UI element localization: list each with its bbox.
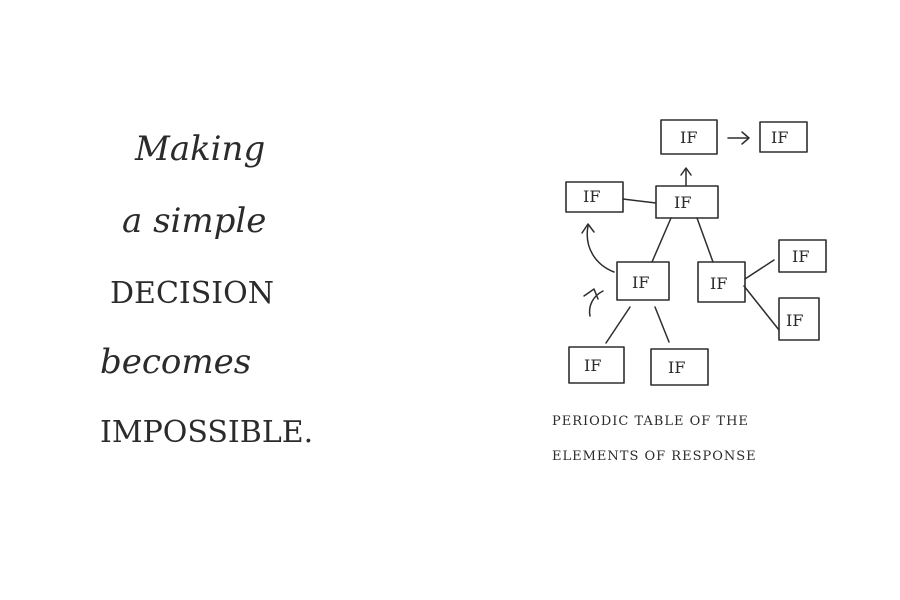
svg-text:IF: IF	[583, 187, 600, 206]
statement-line-5: IMPOSSIBLE.	[100, 415, 313, 450]
if-node-top-right: IF	[759, 121, 808, 153]
statement-line-4: becomes	[100, 342, 251, 382]
if-node-top-left: IF	[660, 119, 718, 155]
statement-line-3: DECISION	[110, 276, 274, 311]
caption-line-1: PERIODIC TABLE OF THE	[552, 414, 749, 429]
svg-text:IF: IF	[710, 274, 727, 293]
diagram-nodes: IF IF IF IF IF IF IF IF	[565, 119, 827, 386]
if-node-center: IF	[655, 185, 719, 219]
if-node-right-upper: IF	[778, 239, 827, 273]
statement-line-2: a simple	[122, 201, 266, 241]
svg-text:IF: IF	[674, 193, 691, 212]
svg-text:IF: IF	[632, 273, 649, 292]
diagram-caption: PERIODIC TABLE OF THE ELEMENTS OF RESPON…	[552, 414, 757, 464]
if-node-middle-left: IF	[616, 261, 670, 301]
handwritten-statement: Making a simple DECISION becomes IMPOSSI…	[100, 129, 313, 450]
if-node-bottom-right: IF	[650, 348, 709, 386]
diagram-connectors	[581, 131, 780, 344]
svg-text:IF: IF	[680, 128, 697, 147]
caption-line-2: ELEMENTS OF RESPONSE	[552, 449, 757, 464]
svg-text:IF: IF	[771, 128, 788, 147]
if-node-middle-right: IF	[697, 261, 746, 303]
svg-text:IF: IF	[792, 247, 809, 266]
if-node-bottom-left: IF	[568, 346, 625, 384]
if-node-right-lower: IF	[778, 297, 820, 341]
svg-text:IF: IF	[668, 358, 685, 377]
if-node-left: IF	[565, 181, 624, 213]
svg-text:IF: IF	[584, 356, 601, 375]
svg-text:IF: IF	[786, 311, 803, 330]
statement-line-1: Making	[134, 129, 265, 169]
